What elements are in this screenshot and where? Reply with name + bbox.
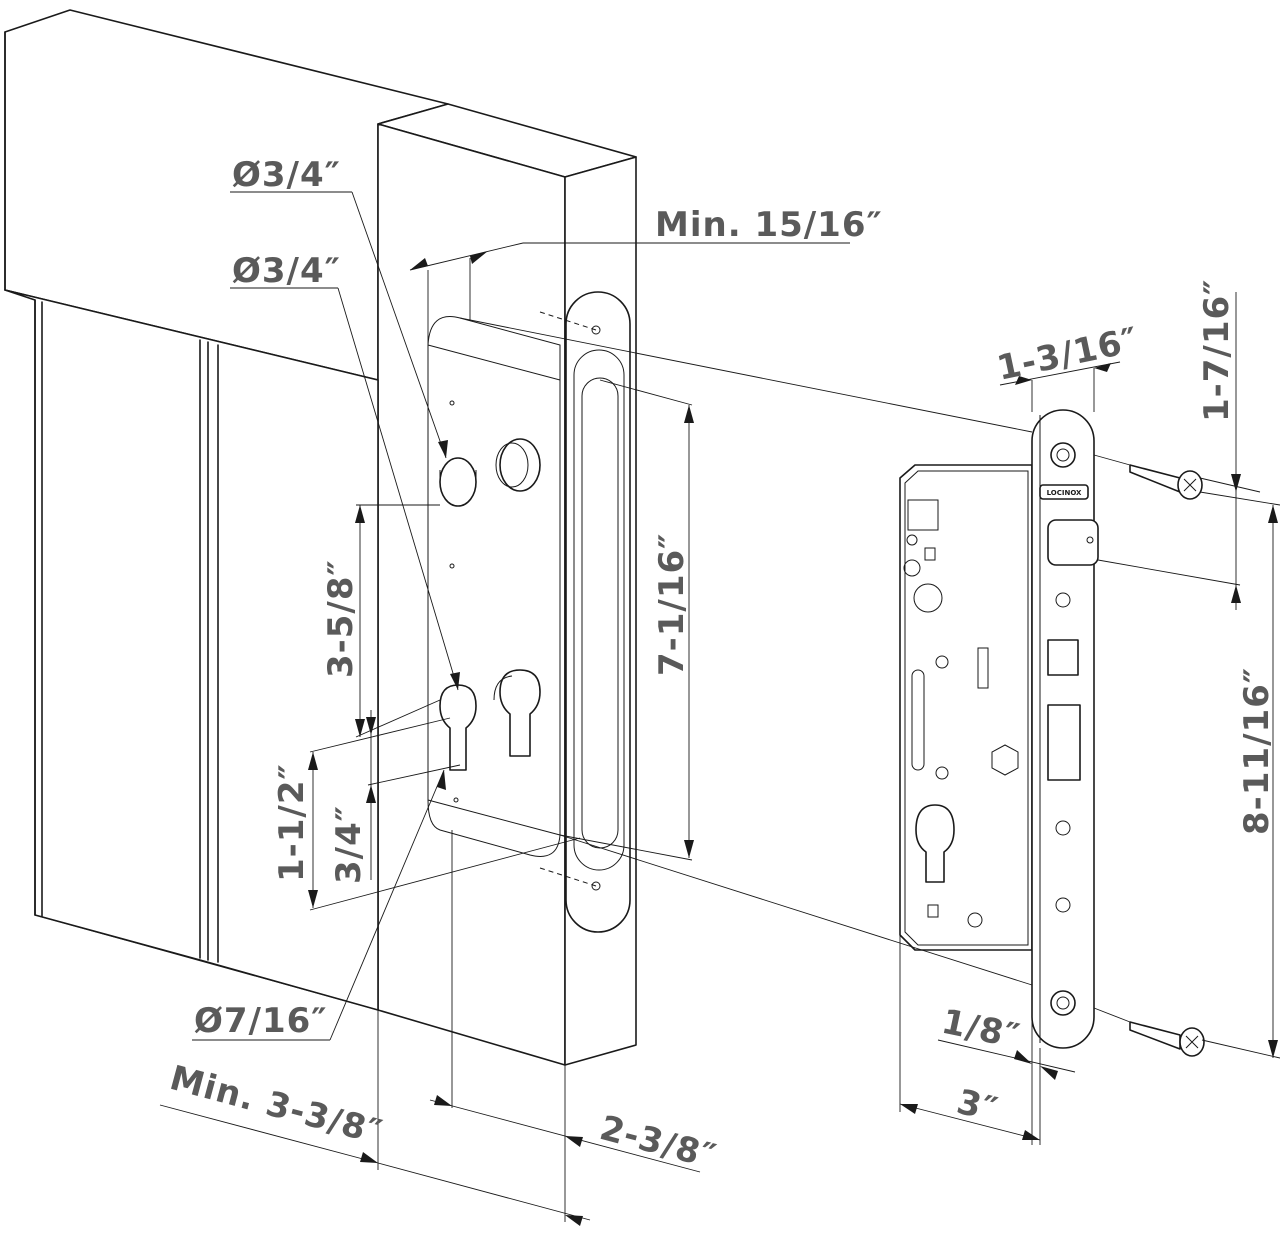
latch-lower — [1047, 704, 1081, 781]
dimension-lines — [159, 191, 1280, 1226]
upper-hole-pair — [439, 438, 541, 507]
dim-screw-to-bolt: 1-7/16″ — [1197, 279, 1237, 422]
dim-case-depth: 3″ — [953, 1082, 1002, 1131]
lower-profile-holes — [439, 669, 541, 771]
dim-profile-offset: 3/4″ — [329, 805, 369, 884]
dim-min-thickness: Min. 15/16″ — [655, 205, 883, 245]
mortise-lock: LOCINOX — [899, 409, 1099, 1049]
brand-label: LOCINOX — [1047, 489, 1082, 497]
cylinder-cutout — [915, 804, 955, 883]
faceplate-slot — [565, 291, 631, 933]
dim-hole-diameter-upper: Ø3/4″ — [232, 251, 341, 291]
screw-top — [1129, 464, 1181, 493]
dim-backset-depth: 2-3/8″ — [596, 1108, 721, 1177]
screw-bottom — [1129, 1021, 1181, 1050]
dim-pin-diameter: Ø7/16″ — [194, 1001, 327, 1041]
dim-hole-spacing: 3-5/8″ — [321, 559, 361, 678]
dim-min-profile-depth: Min. 3-3/8″ — [166, 1058, 387, 1153]
dim-hole-diameter-top: Ø3/4″ — [232, 155, 341, 195]
mortise-pocket — [427, 316, 561, 857]
brand-badge — [1039, 484, 1089, 500]
lock-case — [899, 464, 1033, 951]
gate-profile — [4, 9, 637, 1066]
projection-lines — [459, 317, 1131, 1023]
dim-screw-spacing: 8-11/16″ — [1237, 667, 1277, 835]
dim-strike-height: 7-1/16″ — [652, 533, 692, 676]
latch-upper — [1047, 639, 1079, 676]
deadbolt — [1047, 519, 1099, 566]
post-front-face — [377, 123, 566, 1066]
dim-faceplate-width: 1-3/16″ — [994, 320, 1143, 389]
screws — [1129, 464, 1205, 1057]
dim-faceplate-thickness: 1/8″ — [938, 1002, 1024, 1058]
dim-profile-width: 1-1/2″ — [272, 763, 312, 882]
